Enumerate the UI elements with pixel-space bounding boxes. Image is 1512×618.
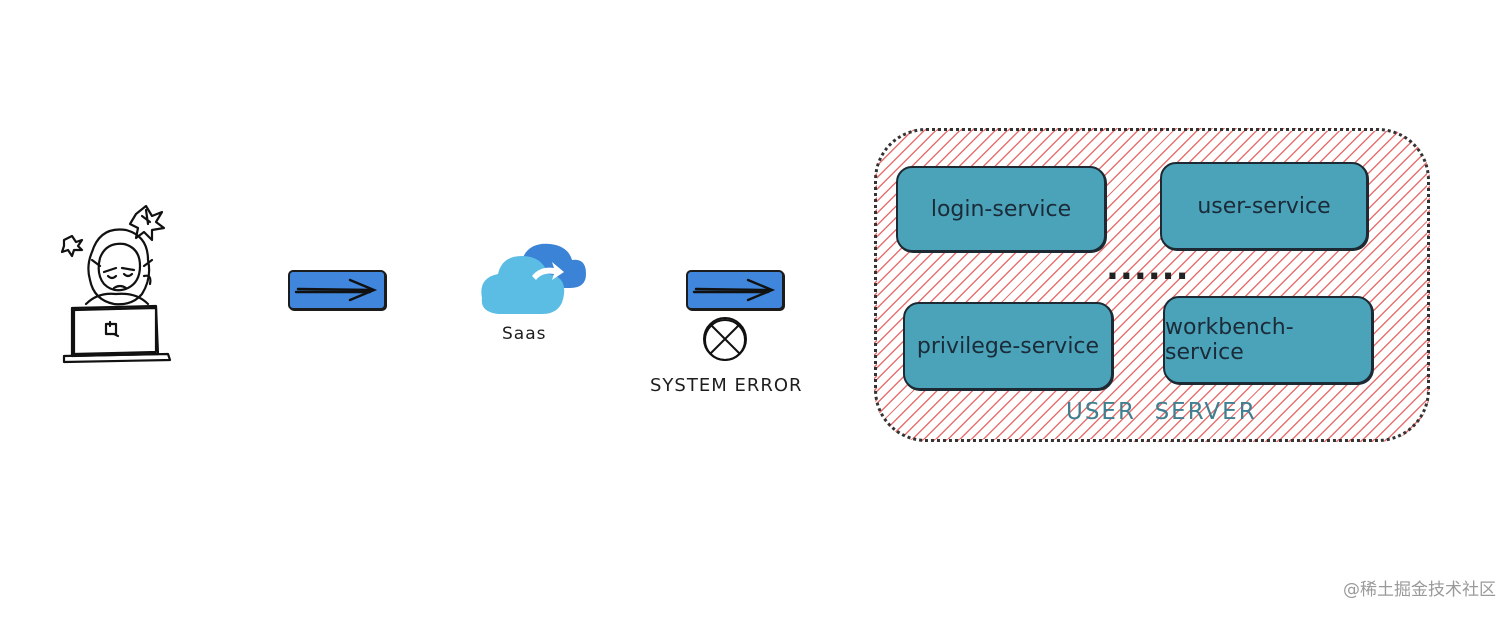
- watermark: @稀土掘金技术社区: [1343, 580, 1496, 600]
- cloud-sync-icon: [476, 238, 588, 322]
- system-error-label: SYSTEM ERROR: [650, 375, 803, 396]
- service-name: user-service: [1197, 193, 1331, 219]
- arrow-icon: [288, 270, 386, 310]
- arrow-icon: [686, 270, 784, 310]
- service-name: login-service: [930, 196, 1072, 222]
- service-name: privilege-service: [916, 333, 1100, 359]
- cloud-label: Saas: [502, 324, 547, 344]
- x-circle-icon: [700, 314, 750, 364]
- service-name: workbench-service: [1165, 315, 1294, 365]
- ellipsis: ......: [1106, 248, 1190, 288]
- workbench-service-box: workbench-service: [1163, 296, 1373, 384]
- user-service-box: user-service: [1160, 162, 1368, 250]
- privilege-service-box: privilege-service: [903, 302, 1113, 390]
- user-server-label: USER SERVER: [1066, 399, 1257, 425]
- developer-at-laptop-icon: [56, 196, 172, 366]
- login-service-box: login-service: [896, 166, 1106, 252]
